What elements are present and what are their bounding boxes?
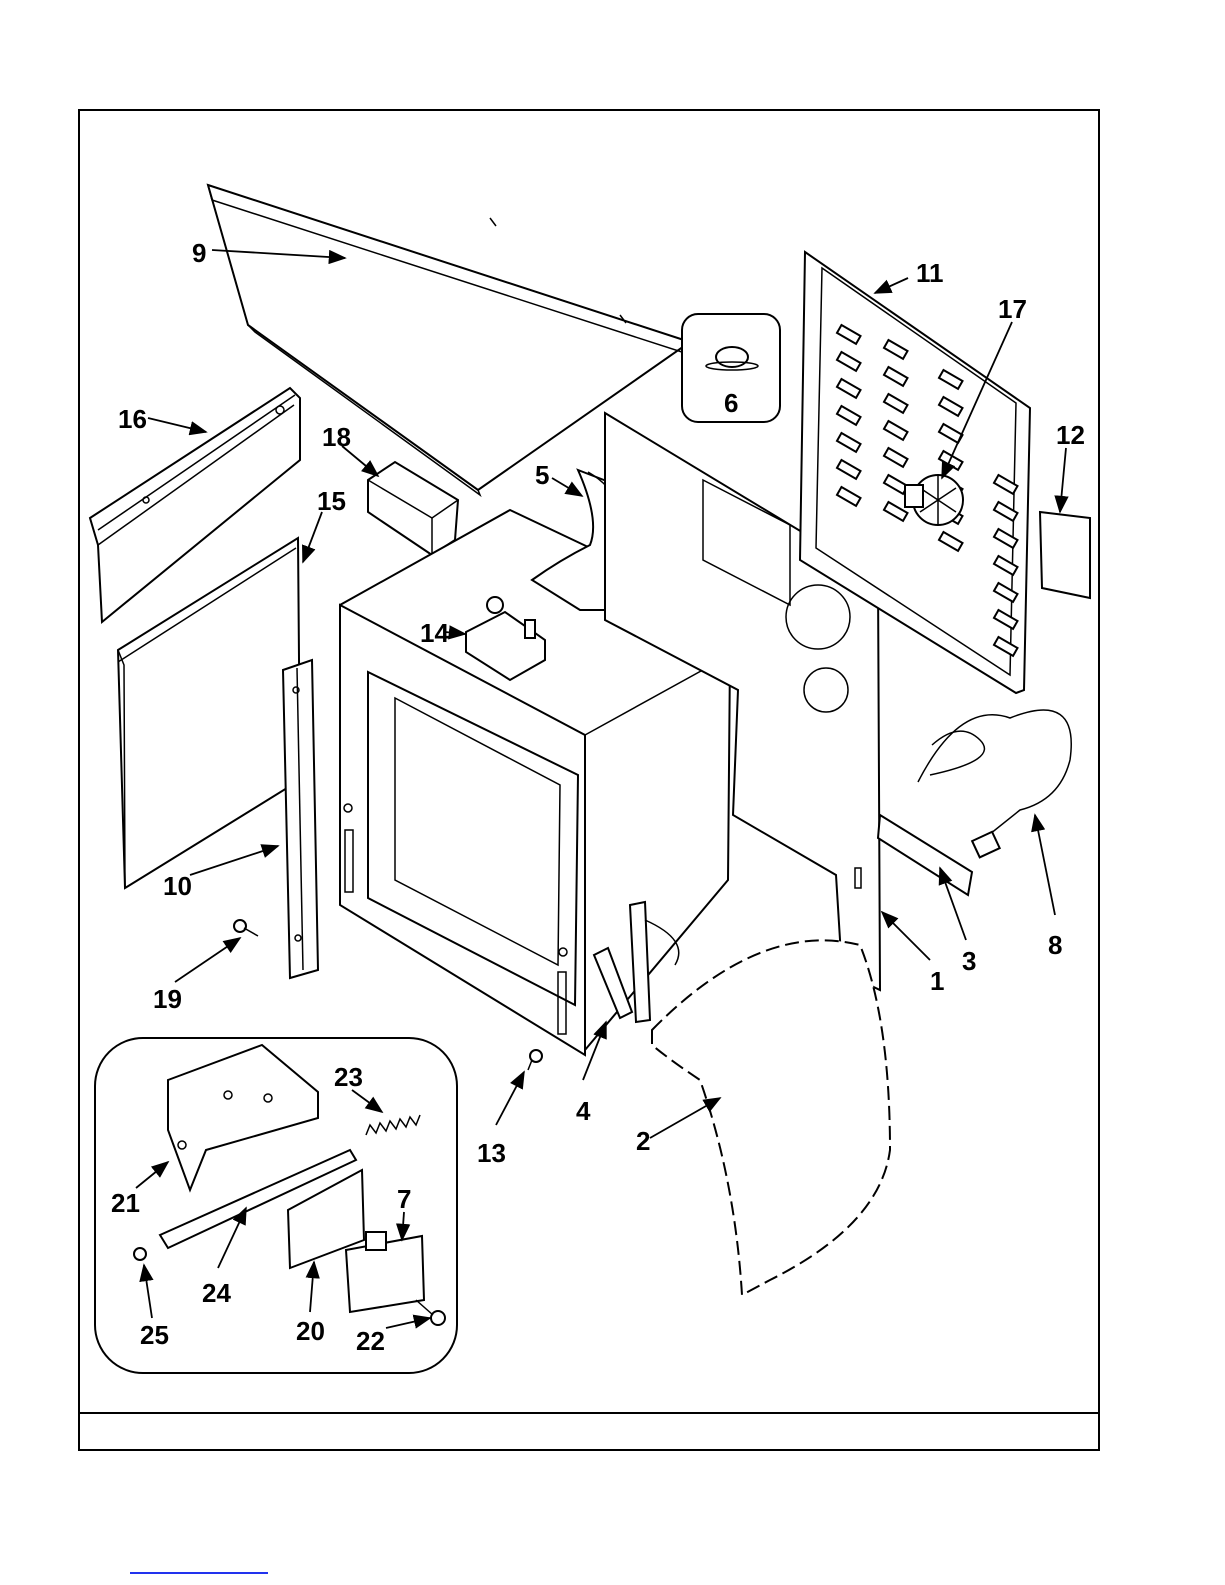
insulation-blanket-part (652, 940, 890, 1295)
label-9: 9 (192, 238, 206, 268)
label-20: 20 (296, 1316, 325, 1346)
label-2: 2 (636, 1126, 650, 1156)
label-3: 3 (962, 946, 976, 976)
label-17: 17 (998, 294, 1027, 324)
label-11: 11 (916, 258, 944, 288)
label-1: 1 (930, 966, 944, 996)
label-13: 13 (477, 1138, 506, 1168)
bottom-link-bar (130, 1572, 268, 1574)
label-8: 8 (1048, 930, 1062, 960)
label-4: 4 (576, 1096, 591, 1126)
label-14: 14 (420, 618, 449, 648)
label-12: 12 (1056, 420, 1085, 450)
label-19: 19 (153, 984, 182, 1014)
power-cord-part (918, 710, 1071, 857)
label-5: 5 (535, 460, 549, 490)
label-7: 7 (397, 1184, 411, 1214)
label-15: 15 (317, 486, 346, 516)
label-23: 23 (334, 1062, 363, 1092)
label-22: 22 (356, 1326, 385, 1356)
bottom-bracket-part (878, 815, 972, 895)
label-21: 21 (111, 1188, 140, 1218)
side-panel-part (118, 538, 300, 888)
label-6: 6 (724, 388, 738, 418)
label-16: 16 (118, 404, 147, 434)
cover-plate-part (1040, 512, 1090, 598)
insulation-block-part (368, 462, 458, 555)
screw-13 (528, 1050, 542, 1070)
label-24: 24 (202, 1278, 231, 1308)
trim-strip-part (283, 660, 318, 978)
label-25: 25 (140, 1320, 169, 1350)
label-10: 10 (163, 871, 192, 901)
label-18: 18 (322, 422, 351, 452)
screw-19 (234, 920, 258, 936)
